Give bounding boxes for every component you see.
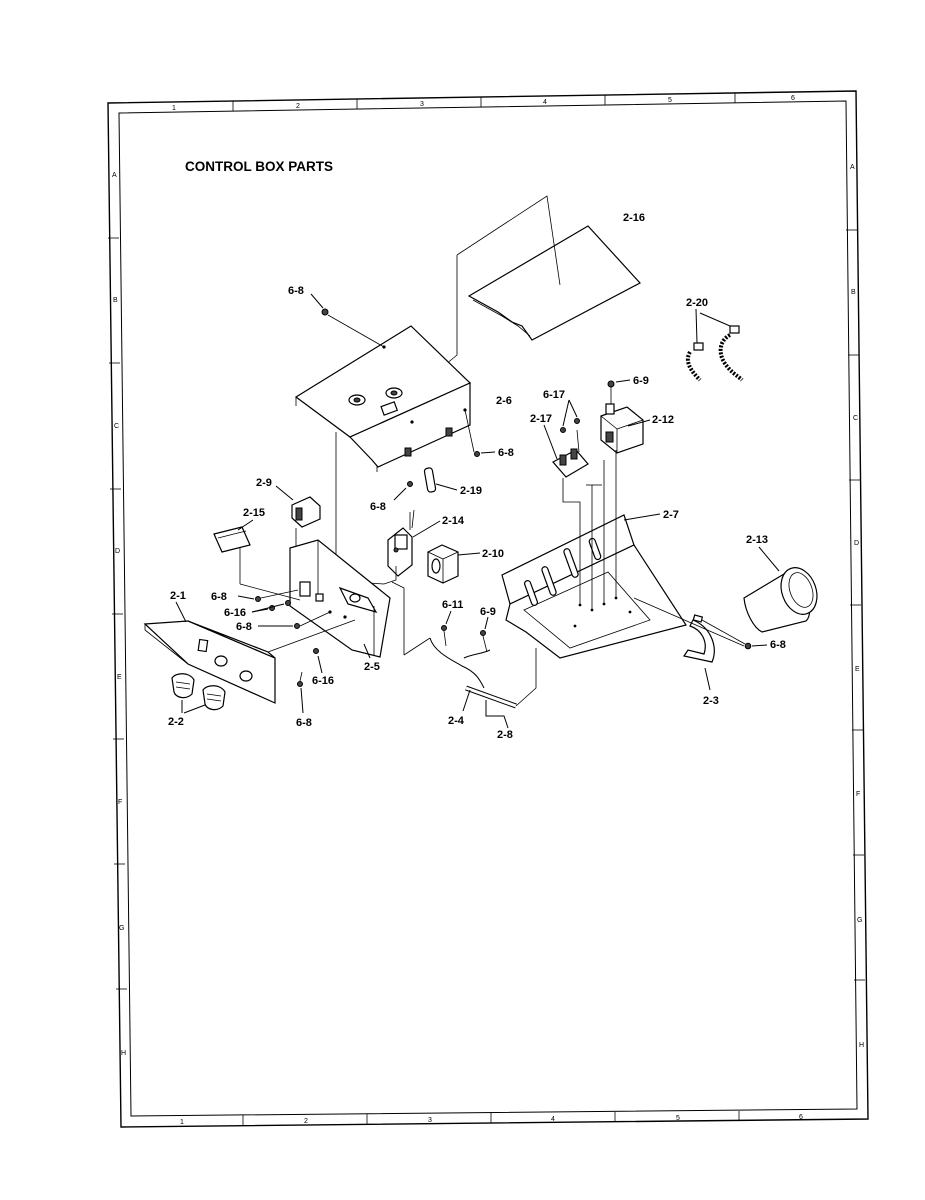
callout-2-6: 2-6 bbox=[496, 395, 512, 407]
grid-row-e-right: E bbox=[855, 666, 860, 673]
grid-row-a-right: A bbox=[850, 164, 855, 171]
grid-ticks bbox=[108, 93, 865, 1125]
grid-col-6-bottom: 6 bbox=[799, 1114, 803, 1121]
grid-row-d-right: D bbox=[854, 540, 859, 547]
grid-row-g-right: G bbox=[857, 917, 862, 924]
callout-2-13: 2-13 bbox=[746, 534, 768, 546]
screw-6-8-strap bbox=[744, 642, 768, 650]
part-2-17-terminal bbox=[543, 399, 589, 520]
callout-2-3: 2-3 bbox=[703, 695, 719, 707]
callout-2-20: 2-20 bbox=[686, 297, 708, 309]
callout-2-9: 2-9 bbox=[256, 477, 272, 489]
screw-6-8-mid bbox=[393, 481, 413, 501]
callout-6-8-top: 6-8 bbox=[288, 285, 304, 297]
grid-row-c-right: C bbox=[853, 415, 858, 422]
grid-col-2-bottom: 2 bbox=[304, 1118, 308, 1125]
grid-col-2: 2 bbox=[296, 103, 300, 110]
callout-6-8-cover: 6-8 bbox=[498, 447, 514, 459]
screw-6-8-panel-mid bbox=[258, 611, 331, 629]
grid-col-5-bottom: 5 bbox=[676, 1115, 680, 1122]
screw-6-8-top bbox=[310, 293, 385, 348]
grid-col-4-bottom: 4 bbox=[551, 1116, 555, 1123]
part-2-15-strip bbox=[213, 519, 254, 553]
callout-labels: 2-16 6-8 2-20 6-9 6-17 2-6 2-17 2-12 6-8… bbox=[168, 212, 786, 741]
grid-row-a: A bbox=[112, 172, 117, 179]
callout-2-10: 2-10 bbox=[482, 548, 504, 560]
grid-row-labels-left: A B C D E F G H bbox=[112, 172, 126, 1057]
part-2-3-strap bbox=[683, 614, 746, 691]
part-2-6-cover bbox=[294, 325, 472, 468]
callout-6-9-top: 6-9 bbox=[633, 375, 649, 387]
part-2-5-inner-panel bbox=[239, 539, 391, 659]
callout-6-8-left: 6-8 bbox=[211, 591, 227, 603]
part-2-16-board bbox=[467, 225, 641, 341]
grid-row-h-right: H bbox=[859, 1042, 864, 1049]
callout-6-9-harness: 6-9 bbox=[480, 606, 496, 618]
grid-row-h: H bbox=[121, 1050, 126, 1057]
part-2-9-switch bbox=[275, 485, 321, 550]
diagram-title: CONTROL BOX PARTS bbox=[185, 159, 333, 174]
part-2-1-front-panel bbox=[143, 601, 356, 704]
grid-row-f: F bbox=[118, 799, 122, 806]
callout-2-8: 2-8 bbox=[497, 729, 513, 741]
callout-6-16-left: 6-16 bbox=[224, 607, 246, 619]
part-2-20-ties bbox=[685, 308, 744, 382]
callout-6-17: 6-17 bbox=[543, 389, 565, 401]
grid-col-3-bottom: 3 bbox=[428, 1117, 432, 1124]
part-2-19-plug bbox=[423, 467, 458, 493]
grid-column-labels-top: 1 2 3 4 5 6 bbox=[172, 95, 795, 112]
part-2-10-block bbox=[427, 544, 481, 584]
grid-column-labels-bottom: 1 2 3 4 5 6 bbox=[180, 1114, 803, 1126]
callout-6-8-panel: 6-8 bbox=[236, 621, 252, 633]
part-2-8-leader bbox=[485, 700, 509, 729]
grid-col-1-bottom: 1 bbox=[180, 1119, 184, 1126]
callout-2-17: 2-17 bbox=[530, 413, 552, 425]
callout-2-12: 2-12 bbox=[652, 414, 674, 426]
grid-col-1: 1 bbox=[172, 105, 176, 112]
drawing-frame bbox=[107, 90, 869, 1128]
callout-6-8-mid: 6-8 bbox=[370, 501, 386, 513]
screw-6-8-panel-left bbox=[237, 589, 299, 602]
callout-2-1: 2-1 bbox=[170, 590, 186, 602]
grid-row-e: E bbox=[117, 674, 122, 681]
grid-row-c: C bbox=[114, 423, 119, 430]
screws-6-16 bbox=[251, 600, 323, 674]
part-2-12-component bbox=[600, 387, 651, 454]
callout-6-11: 6-11 bbox=[442, 599, 463, 611]
callout-6-16-bottom: 6-16 bbox=[312, 675, 334, 687]
grid-row-f-right: F bbox=[856, 791, 860, 798]
callout-6-8-bottom: 6-8 bbox=[296, 717, 312, 729]
part-2-7-chassis bbox=[501, 450, 687, 659]
part-2-2-knobs bbox=[171, 673, 226, 714]
grid-row-d: D bbox=[115, 548, 120, 555]
screw-6-9-top bbox=[607, 379, 631, 388]
callout-2-16: 2-16 bbox=[623, 212, 645, 224]
callout-2-15: 2-15 bbox=[243, 507, 265, 519]
grid-row-g: G bbox=[119, 925, 124, 932]
callout-2-5: 2-5 bbox=[364, 661, 380, 673]
grid-col-6: 6 bbox=[791, 95, 795, 102]
grid-row-b: B bbox=[113, 297, 118, 304]
part-2-14-bracket bbox=[351, 509, 441, 585]
grid-col-3: 3 bbox=[420, 101, 424, 108]
callout-2-4: 2-4 bbox=[448, 715, 465, 727]
callout-2-19: 2-19 bbox=[460, 485, 482, 497]
part-2-4-harness bbox=[391, 581, 537, 712]
grid-col-5: 5 bbox=[668, 97, 672, 104]
grid-row-b-right: B bbox=[851, 289, 856, 296]
part-2-13-capacitor bbox=[743, 546, 818, 633]
screw-6-9-harness bbox=[480, 616, 489, 653]
callout-2-7: 2-7 bbox=[663, 509, 679, 521]
grid-col-4: 4 bbox=[543, 99, 547, 106]
callout-6-8-strap: 6-8 bbox=[770, 639, 786, 651]
grid-row-labels-right: A B C D E F G H bbox=[850, 164, 864, 1049]
screw-6-8-bottom bbox=[297, 671, 304, 714]
callout-2-14: 2-14 bbox=[442, 515, 465, 527]
screw-6-8-cover bbox=[464, 409, 496, 457]
callout-2-2: 2-2 bbox=[168, 716, 184, 728]
